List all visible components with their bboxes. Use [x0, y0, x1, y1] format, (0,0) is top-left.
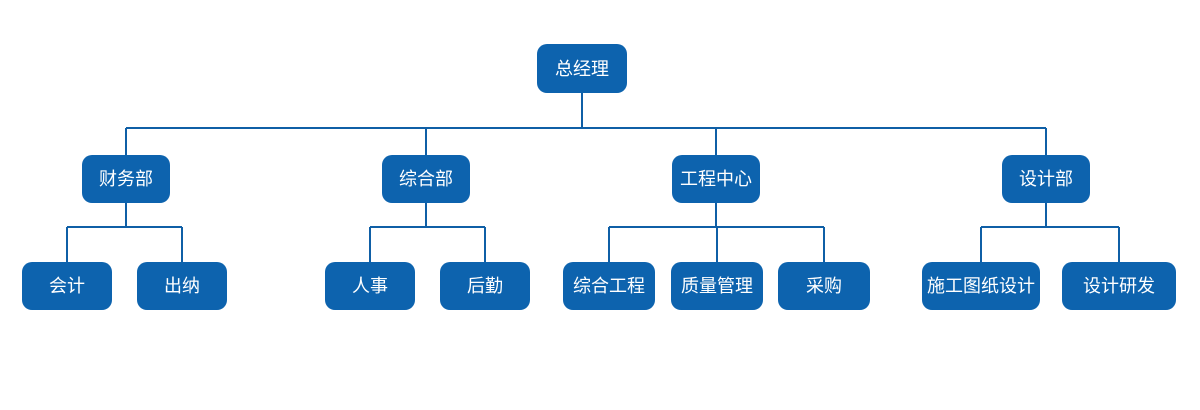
node-construction-drawing-design: 施工图纸设计 — [922, 262, 1040, 310]
node-label: 总经理 — [555, 58, 609, 79]
node-label: 综合部 — [399, 169, 453, 189]
node-procurement: 采购 — [778, 262, 870, 310]
node-label: 质量管理 — [681, 276, 753, 296]
node-label: 施工图纸设计 — [927, 276, 1035, 296]
node-label: 设计部 — [1019, 169, 1073, 189]
node-general-affairs-dept: 综合部 — [382, 155, 470, 203]
node-engineering-center: 工程中心 — [672, 155, 760, 203]
node-quality-management: 质量管理 — [671, 262, 763, 310]
node-label: 人事 — [352, 276, 388, 296]
node-design-research-development: 设计研发 — [1062, 262, 1176, 310]
node-label: 工程中心 — [680, 169, 752, 189]
node-cashier: 出纳 — [137, 262, 227, 310]
node-human-resources: 人事 — [325, 262, 415, 310]
node-design-dept: 设计部 — [1002, 155, 1090, 203]
node-general-manager: 总经理 — [537, 44, 627, 93]
node-accounting: 会计 — [22, 262, 112, 310]
node-label: 出纳 — [164, 276, 200, 296]
node-label: 财务部 — [99, 169, 153, 189]
node-label: 设计研发 — [1083, 276, 1155, 296]
node-general-engineering: 综合工程 — [563, 262, 655, 310]
node-label: 采购 — [806, 276, 842, 296]
node-logistics: 后勤 — [440, 262, 530, 310]
node-finance-dept: 财务部 — [82, 155, 170, 203]
node-label: 会计 — [49, 276, 85, 296]
node-label: 后勤 — [467, 276, 503, 296]
node-label: 综合工程 — [573, 276, 645, 296]
